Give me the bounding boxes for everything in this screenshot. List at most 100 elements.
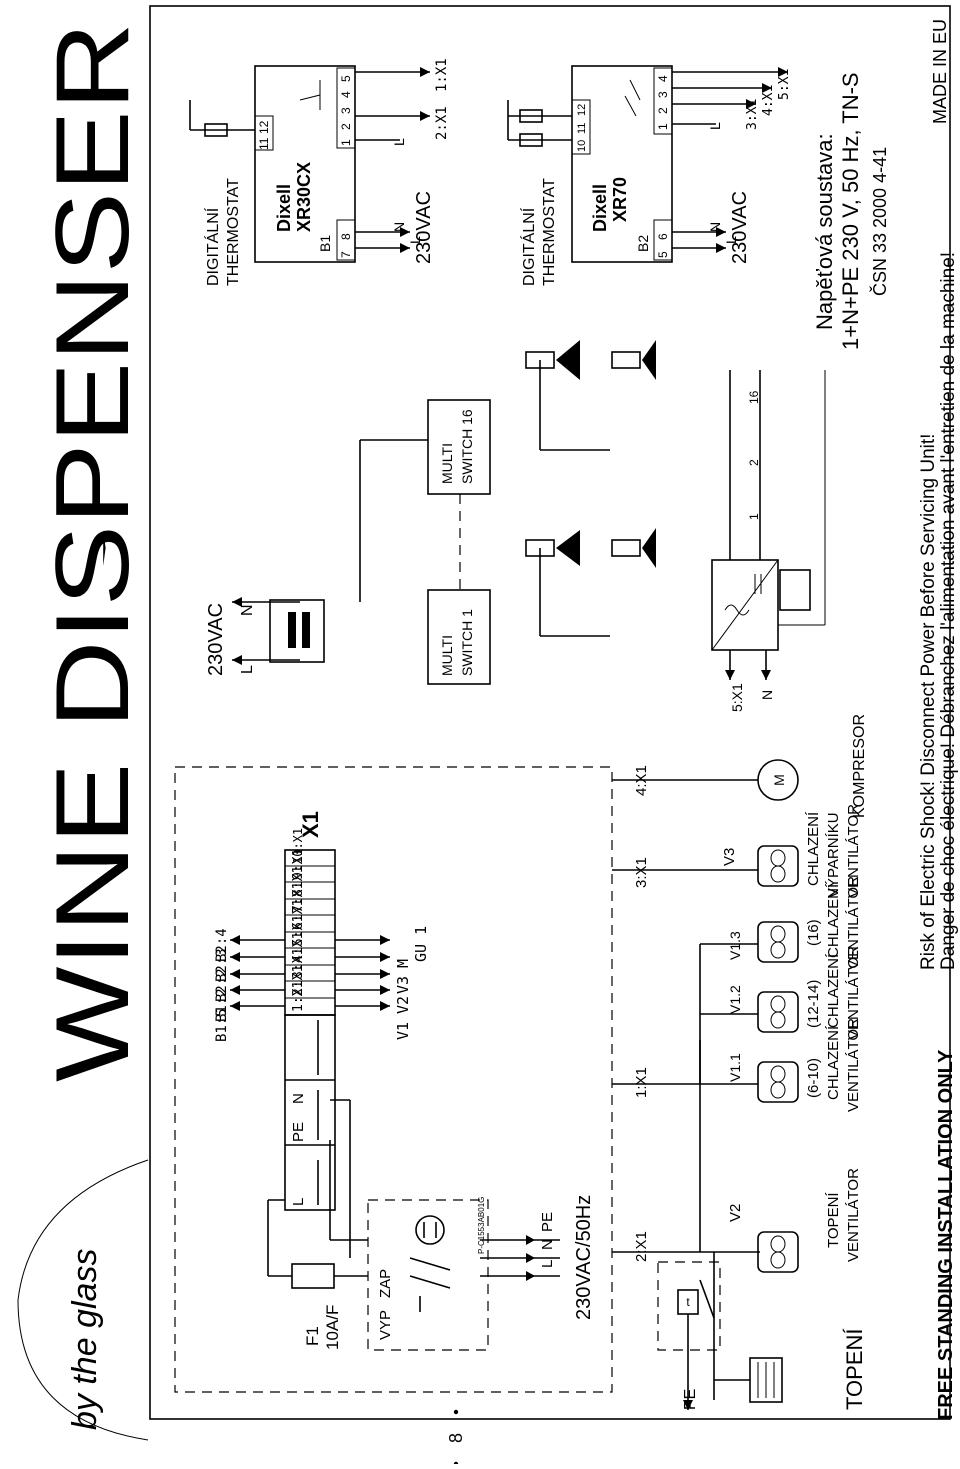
motor-symbol: M	[771, 774, 787, 786]
fan-1214-label-3: (12-14)	[805, 980, 822, 1028]
t2-out-l: L	[707, 122, 723, 130]
link-b2-4: B2:4	[214, 928, 230, 962]
thermostat-1: DIGITÁLNÍ THERMOSTAT Dixell XR30CX B1 7 …	[189, 58, 450, 286]
t1-out-1x1: 1:X1	[434, 58, 450, 92]
warning-french: Danger de choc électrique! Débranchez l'…	[938, 252, 959, 970]
t2-pin-2: 2	[656, 107, 670, 114]
thermostat-1-brand: Dixell	[274, 184, 294, 232]
terminal-7: 7:X1	[291, 882, 306, 913]
valve-supply-n: N	[239, 604, 256, 616]
fan-cooling-16-icon	[757, 921, 799, 963]
t2-pin-1: 1	[656, 123, 670, 130]
terminal-block-name: X1	[298, 811, 323, 838]
valve-section: 230VAC L N MULTI SWITCH 1 MULTI SWITCH 1…	[103, 340, 826, 712]
fan-610-label-2: CHLAZENÍ	[825, 1025, 842, 1100]
out-2: 2	[747, 459, 761, 466]
t2-supply-n: N	[707, 222, 723, 232]
t1-pin-12: 12	[257, 120, 271, 134]
cabinet-boundary	[174, 766, 613, 1393]
t1-pin-2: 2	[339, 123, 353, 130]
wire-v2: V2	[727, 1204, 744, 1222]
main-supply: 230VAC/50Hz PE N L P-C1553AB01G VYP ZAP …	[267, 1099, 595, 1351]
bottom-links	[335, 935, 390, 1011]
thermostat-1-model: XR30CX	[294, 162, 314, 232]
multi-switch-1-box	[427, 589, 491, 685]
fan-1214-label-1: VENTILÁTOR	[845, 946, 862, 1040]
warning-english: Risk of Electric Shock! Disconnect Power…	[918, 434, 939, 970]
fuse-name: F1	[303, 1326, 322, 1346]
brand-logo: by the glass	[17, 1159, 149, 1441]
system-line-2: 1+N+PE 230 V, 50 Hz, TN-S	[838, 72, 863, 350]
multi-switch-16-line1: MULTI	[439, 443, 455, 484]
t1-out-l: L	[391, 138, 407, 146]
pe-label: PE	[682, 1389, 699, 1410]
installation-note: FREE STANDING INSTALLATION ONLY	[935, 1049, 957, 1420]
supply-label: 230VAC/50Hz	[573, 1195, 595, 1320]
t1-pin-7: 7	[339, 251, 353, 258]
t1-supply-l: L	[407, 236, 423, 244]
t2-out-5x1: 5:X1	[777, 69, 792, 100]
t2-pin-6: 6	[656, 233, 670, 240]
valve-icon-3	[525, 340, 580, 380]
valve-icon-4	[611, 340, 656, 380]
supply-term-l: L	[539, 1260, 556, 1268]
psu-out-label: 5:X1	[729, 683, 745, 712]
switch-on-label: ZAP	[377, 1269, 394, 1298]
t2-pin-10: 10	[576, 140, 588, 152]
block-term-n: N	[290, 1093, 307, 1104]
terminal-9: 9:X1	[291, 849, 306, 880]
t2-pin-5: 5	[656, 251, 670, 258]
multi-switch-16-line2: SWITCH 16	[459, 409, 475, 484]
power-supply-icon	[711, 559, 779, 651]
link-v1: V1	[394, 1022, 412, 1040]
diagram-frame	[149, 5, 951, 1420]
fan-heating-label-1: VENTILÁTOR	[845, 1168, 862, 1262]
thermostat-2-model: XR70	[610, 177, 630, 222]
page-number: 8	[446, 1409, 466, 1467]
terminal-3: 3:X1	[291, 948, 306, 979]
heater-label: TOPENÍ	[842, 1328, 867, 1410]
terminal-1x1-label: 1:X1	[633, 1067, 650, 1098]
multi-switch-1-line1: MULTI	[439, 635, 455, 676]
terminal-1: 1:X1	[291, 981, 306, 1012]
t1-supply: 230VAC	[413, 191, 435, 264]
wire-v3: V3	[721, 848, 738, 866]
page-number-text: 8	[446, 1433, 466, 1443]
wire-v11: V1.1	[727, 1053, 743, 1082]
link-gu1: GU 1	[412, 926, 430, 962]
fan-cooling-1214-icon	[757, 991, 799, 1033]
compressor-motor-icon: M	[757, 759, 799, 801]
thermostat-1-box	[254, 65, 356, 263]
t1-supply-n: N	[391, 222, 407, 232]
heater-circuit: t PE TOPENÍ	[657, 1252, 867, 1410]
terminal-5: 5:X1	[291, 915, 306, 946]
fan-16-label-3: (16)	[805, 919, 822, 946]
thermostat-1-label-2: THERMOSTAT	[225, 178, 242, 286]
link-b1-2: B1:2	[214, 988, 230, 1022]
switch-off-label: VYP	[377, 1310, 394, 1340]
link-v3: V3	[394, 976, 412, 994]
terminal-8: 8:X1	[291, 866, 306, 897]
fan-heating-label-2: TOPENÍ	[825, 1192, 842, 1248]
terminal-block-x1: X1 L PE N 1:X1 2:X1 3:X1 4:X1 5:X1 6:X1 …	[214, 811, 430, 1211]
fan-16-label-2: CHLAZENÍ	[825, 883, 842, 958]
valve-icon-1	[103, 530, 580, 566]
link-v2: V2	[394, 996, 412, 1014]
svg-text:t: t	[686, 1295, 690, 1309]
terminal-4: 4:X1	[291, 932, 306, 963]
t2-pin-3: 3	[656, 91, 670, 98]
supply-term-pe: PE	[539, 1212, 556, 1232]
terminal-3x1-label: 3:X1	[633, 857, 650, 888]
compressor-label: KOMPRESOR	[851, 714, 868, 818]
made-in-eu: MADE IN EU	[930, 19, 950, 124]
svg-text:by the glass: by the glass	[66, 1249, 104, 1430]
link-b1-5: B1:5	[214, 1008, 230, 1042]
fan-evap-label-3: CHLAZENÍ	[805, 811, 822, 886]
fans-row: V2 2:X1 M	[612, 714, 868, 1273]
t2-out-3x1: 3:X1	[745, 99, 760, 130]
block-term-pe: PE	[290, 1122, 307, 1142]
wire-v13: V1.3	[727, 931, 743, 960]
wire-v12: V1.2	[727, 985, 743, 1014]
t2-pin-4: 4	[656, 75, 670, 82]
fan-cooling-610-icon	[757, 1061, 799, 1103]
